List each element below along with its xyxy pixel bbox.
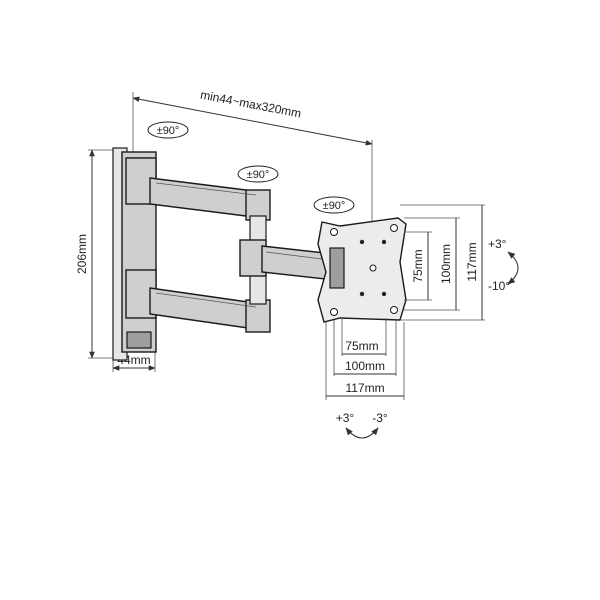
vesa-horizontal-dimensions: 75mm 100mm 117mm — [325, 318, 405, 400]
middle-swivel-badge: ±90° — [237, 165, 279, 183]
extension-label: min44~max320mm — [199, 88, 302, 121]
tilt-right-label: -3° — [372, 411, 388, 425]
middle-joint — [239, 215, 335, 305]
middle-swivel-label: ±90° — [247, 169, 270, 181]
vesa-v-medium-label: 100mm — [439, 244, 453, 284]
lower-arm — [125, 269, 271, 333]
head-swivel-label: ±90° — [323, 200, 346, 212]
vesa-vertical-dimensions: 75mm 100mm 117mm — [400, 204, 485, 321]
wall-plate-height-label: 206mm — [75, 234, 89, 274]
vertical-tilt-indicator: +3° -10° — [488, 237, 519, 293]
head-swivel-badge: ±90° — [313, 196, 355, 214]
wall-swivel-badge: ±90° — [147, 121, 189, 139]
tilt-down-label: -10° — [488, 279, 510, 293]
vesa-h-large-label: 117mm — [345, 381, 384, 395]
vesa-v-small-label: 75mm — [411, 249, 425, 282]
vesa-v-large-label: 117mm — [465, 242, 479, 281]
tilt-left-label: +3° — [336, 411, 355, 425]
wall-plate-height-dimension: 206mm — [75, 149, 122, 359]
vesa-h-medium-label: 100mm — [345, 359, 385, 373]
tilt-up-label: +3° — [488, 237, 507, 251]
vesa-plate — [317, 217, 407, 323]
vesa-h-small-label: 75mm — [345, 339, 378, 353]
horizontal-tilt-indicator: +3° -3° — [336, 411, 388, 439]
wall-swivel-label: ±90° — [157, 125, 180, 137]
upper-arm — [125, 157, 271, 221]
